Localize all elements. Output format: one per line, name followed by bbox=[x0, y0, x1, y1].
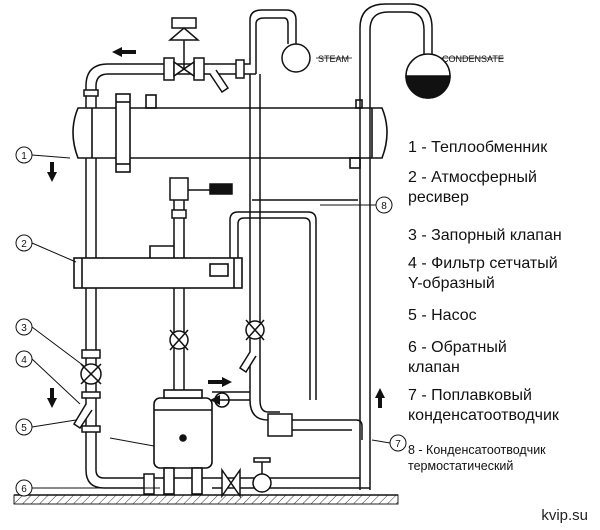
flow-arrow-left-mid bbox=[210, 395, 220, 405]
flow-arrow-down-2 bbox=[47, 398, 57, 408]
flow-arrows bbox=[47, 47, 385, 408]
callout-3: 3 bbox=[21, 323, 27, 334]
callouts bbox=[15, 146, 407, 497]
callout-1: 1 bbox=[21, 151, 27, 162]
flow-arrow-down-1 bbox=[47, 172, 57, 182]
discharge-line bbox=[143, 457, 370, 499]
heat-exchanger bbox=[72, 93, 388, 173]
steam-line bbox=[83, 9, 311, 97]
center-vertical-pipe bbox=[169, 177, 233, 398]
callout-8: 8 bbox=[381, 201, 387, 212]
watermark: kvip.su bbox=[541, 507, 588, 524]
atmospheric-receiver bbox=[73, 240, 243, 289]
callout-numbers: 1 2 3 4 5 6 7 8 bbox=[21, 151, 401, 495]
condensate-line bbox=[359, 3, 451, 490]
legend-item-4: 4 - Фильтр сетчатый Y-образный bbox=[408, 255, 558, 292]
callout-6: 6 bbox=[21, 484, 27, 495]
float-trap bbox=[267, 413, 363, 440]
condensate-label: CONDENSATE bbox=[442, 54, 504, 64]
legend-item-2: 2 - Атмосферный ресивер bbox=[408, 169, 537, 206]
legend-item-6: 6 - Обратный клапан bbox=[408, 339, 507, 376]
legend-item-1: 1 - Теплообменник bbox=[408, 139, 548, 156]
pump bbox=[153, 389, 250, 495]
legend-item-3: 3 - Запорный клапан bbox=[408, 227, 562, 244]
floor bbox=[13, 494, 399, 505]
flow-arrow-up bbox=[375, 388, 385, 398]
callout-4: 4 bbox=[21, 355, 27, 366]
legend-item-8: 8 - Конденсатоотводчик термостатический bbox=[408, 443, 546, 473]
flow-arrow-right bbox=[222, 377, 232, 387]
left-valves bbox=[72, 349, 102, 433]
callout-7: 7 bbox=[395, 439, 401, 450]
flow-arrow-left-top bbox=[112, 47, 122, 57]
legend-item-5: 5 - Насос bbox=[408, 307, 477, 324]
legend-item-7: 7 - Поплавковый конденсатоотводчик bbox=[408, 387, 559, 424]
steam-label: STEAM bbox=[318, 54, 349, 64]
callout-2: 2 bbox=[21, 239, 27, 250]
thermostatic-trap-branch bbox=[229, 199, 358, 400]
steam-down-pipe bbox=[238, 74, 280, 421]
callout-5: 5 bbox=[21, 423, 27, 434]
